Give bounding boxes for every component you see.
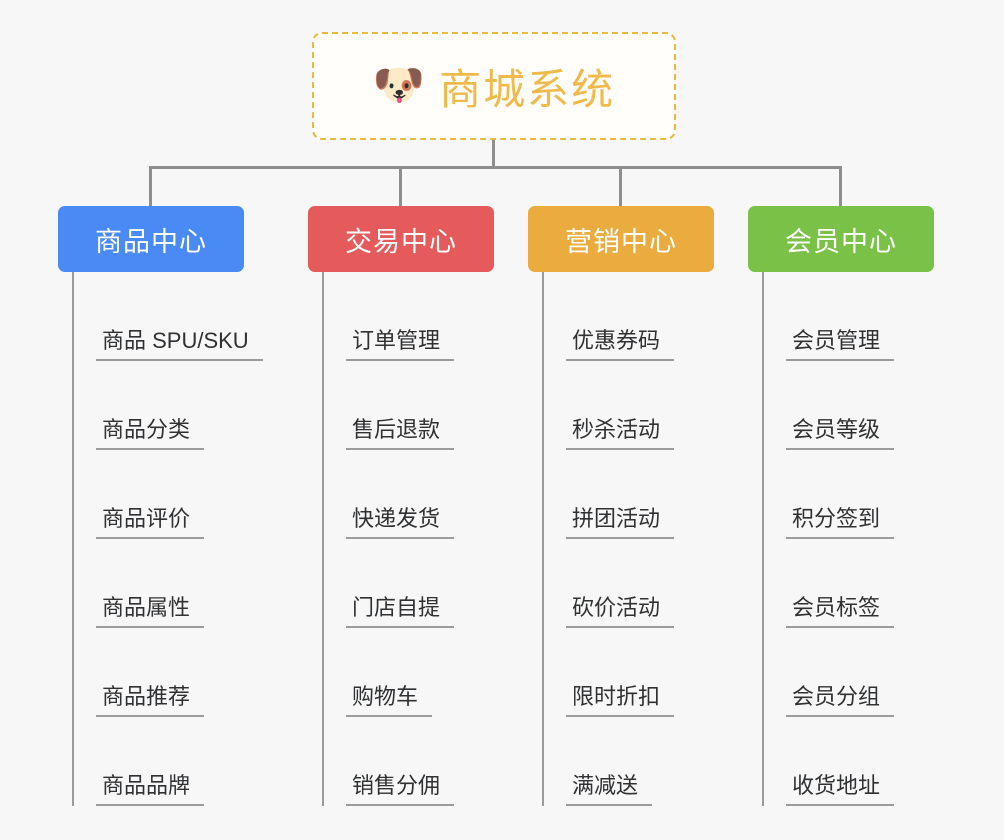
category-box-3[interactable]: 营销中心: [528, 206, 714, 272]
list-item[interactable]: 会员标签: [764, 539, 934, 628]
list-item[interactable]: 商品品牌: [74, 717, 244, 806]
list-item[interactable]: 商品推荐: [74, 628, 244, 717]
leaf-label: 积分签到: [786, 506, 895, 539]
connector-root-stem: [492, 140, 495, 168]
category-label-4: 会员中心: [785, 226, 897, 257]
list-item[interactable]: 会员管理: [764, 272, 934, 361]
category-box-2[interactable]: 交易中心: [308, 206, 494, 272]
leaf-label: 购物车: [346, 684, 433, 717]
category-label-1: 商品中心: [95, 226, 207, 257]
leaf-label: 门店自提: [346, 595, 455, 628]
leaf-label: 会员分组: [786, 684, 895, 717]
leaf-list-2: 订单管理 售后退款 快递发货 门店自提 购物车 销售分佣: [322, 272, 494, 806]
leaf-label: 限时折扣: [566, 684, 675, 717]
list-item[interactable]: 会员分组: [764, 628, 934, 717]
list-item[interactable]: 拼团活动: [544, 450, 714, 539]
leaf-label: 商品推荐: [96, 684, 205, 717]
branch-column-1: 商品中心 商品 SPU/SKU 商品分类 商品评价 商品属性 商品推荐 商品品牌: [58, 206, 263, 806]
leaf-label: 会员等级: [786, 417, 895, 450]
category-label-3: 营销中心: [565, 226, 677, 257]
leaf-list-4: 会员管理 会员等级 积分签到 会员标签 会员分组 收货地址: [762, 272, 934, 806]
dog-face-icon: 🐶: [372, 60, 426, 109]
leaf-label: 满减送: [566, 773, 653, 806]
list-item[interactable]: 砍价活动: [544, 539, 714, 628]
branch-column-3: 营销中心 优惠券码 秒杀活动 拼团活动 砍价活动 限时折扣 满减送: [528, 206, 714, 806]
leaf-label: 商品评价: [96, 506, 205, 539]
list-item[interactable]: 购物车: [324, 628, 494, 717]
list-item[interactable]: 销售分佣: [324, 717, 494, 806]
list-item[interactable]: 售后退款: [324, 361, 494, 450]
list-item[interactable]: 快递发货: [324, 450, 494, 539]
leaf-label: 商品属性: [96, 595, 205, 628]
leaf-label: 商品品牌: [96, 773, 205, 806]
leaf-label: 会员标签: [786, 595, 895, 628]
connector-drop-3: [619, 166, 622, 208]
leaf-label: 会员管理: [786, 328, 895, 361]
branch-column-2: 交易中心 订单管理 售后退款 快递发货 门店自提 购物车 销售分佣: [308, 206, 494, 806]
list-item[interactable]: 满减送: [544, 717, 714, 806]
leaf-label: 秒杀活动: [566, 417, 675, 450]
list-item[interactable]: 积分签到: [764, 450, 934, 539]
leaf-label: 快递发货: [346, 506, 455, 539]
list-item[interactable]: 秒杀活动: [544, 361, 714, 450]
leaf-label: 售后退款: [346, 417, 455, 450]
branch-column-4: 会员中心 会员管理 会员等级 积分签到 会员标签 会员分组 收货地址: [748, 206, 934, 806]
list-item[interactable]: 商品分类: [74, 361, 244, 450]
category-box-1[interactable]: 商品中心: [58, 206, 244, 272]
list-item[interactable]: 收货地址: [764, 717, 934, 806]
connector-horizontal-bus: [149, 166, 842, 169]
leaf-label: 商品分类: [96, 417, 205, 450]
root-title: 商城系统: [439, 65, 616, 113]
leaf-list-3: 优惠券码 秒杀活动 拼团活动 砍价活动 限时折扣 满减送: [542, 272, 714, 806]
category-box-4[interactable]: 会员中心: [748, 206, 934, 272]
leaf-list-1: 商品 SPU/SKU 商品分类 商品评价 商品属性 商品推荐 商品品牌: [72, 272, 263, 806]
list-item[interactable]: 订单管理: [324, 272, 494, 361]
leaf-label: 优惠券码: [566, 328, 675, 361]
leaf-label: 砍价活动: [566, 595, 675, 628]
leaf-label: 商品 SPU/SKU: [96, 328, 263, 361]
leaf-label: 销售分佣: [346, 773, 455, 806]
leaf-label: 拼团活动: [566, 506, 675, 539]
list-item[interactable]: 会员等级: [764, 361, 934, 450]
connector-drop-1: [149, 166, 152, 208]
connector-drop-2: [399, 166, 402, 208]
list-item[interactable]: 商品评价: [74, 450, 244, 539]
connector-drop-4: [839, 166, 842, 208]
list-item[interactable]: 商品 SPU/SKU: [74, 272, 263, 361]
leaf-label: 收货地址: [786, 773, 895, 806]
root-node[interactable]: 🐶 商城系统: [312, 32, 676, 140]
list-item[interactable]: 优惠券码: [544, 272, 714, 361]
list-item[interactable]: 门店自提: [324, 539, 494, 628]
leaf-label: 订单管理: [346, 328, 455, 361]
list-item[interactable]: 商品属性: [74, 539, 244, 628]
category-label-2: 交易中心: [345, 226, 457, 257]
list-item[interactable]: 限时折扣: [544, 628, 714, 717]
